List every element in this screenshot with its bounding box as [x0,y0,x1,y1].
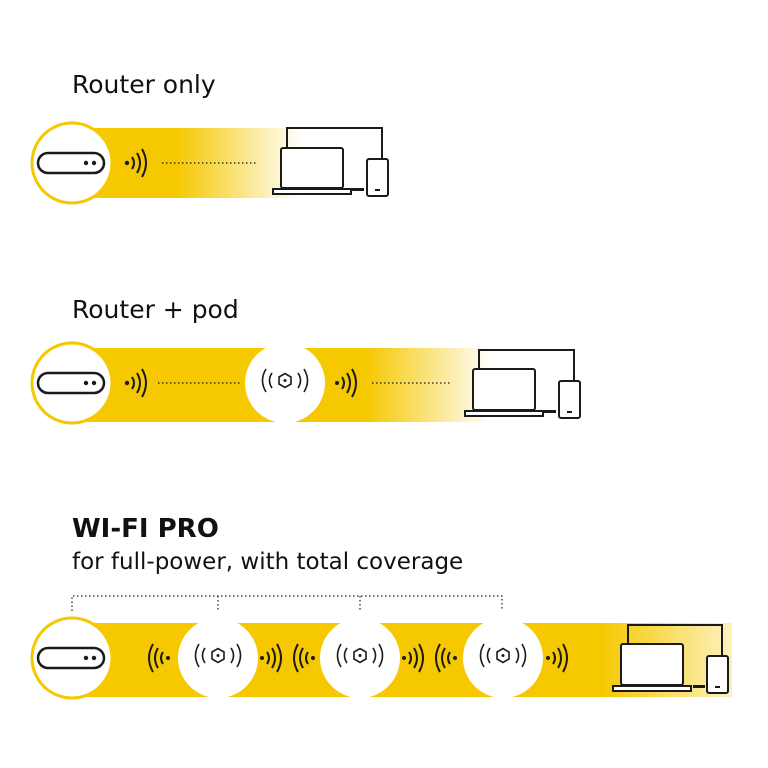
wifi-signal-icon [335,368,357,398]
monitor-icon [286,127,383,158]
wifi-signal-icon [435,643,457,673]
row-wifi-pro [30,595,732,700]
laptop-icon [464,368,544,417]
wifi-signal-icon [124,368,147,398]
monitor-icon [478,349,575,380]
phone-icon [706,655,729,694]
mesh-bracket [71,595,503,611]
section-title-wifi-pro: WI-FI PRO [72,514,219,544]
devices [272,127,389,197]
section-subtitle-wifi-pro: for full-power, with total coverage [72,549,464,575]
wifi-signal-icon [293,643,315,673]
pod-icon [336,643,384,668]
wifi-signal-icon [148,643,170,673]
pod [245,343,325,423]
laptop-icon [272,147,352,195]
router-icon [36,371,106,395]
pod [463,618,543,698]
monitor-icon [627,624,723,655]
row-router-pod [30,341,581,425]
router [30,121,114,205]
pod-icon [261,368,309,393]
phone-icon [366,158,389,197]
devices [464,349,581,419]
section-title-router-pod: Router + pod [72,295,239,324]
pod-icon [479,643,527,668]
wifi-signal-icon [260,643,282,673]
pod [320,618,400,698]
row-router-only [30,121,389,205]
wifi-signal-icon [124,148,147,178]
section-title-router-only: Router only [72,70,216,99]
pod-icon [194,643,242,668]
pod [178,618,258,698]
laptop-icon [612,643,692,692]
devices [612,624,729,694]
router-icon [36,151,106,175]
router [30,616,114,700]
wifi-signal-icon [402,643,424,673]
phone-icon [558,380,581,419]
router-icon [36,646,106,670]
router [30,341,114,425]
wifi-signal-icon [546,643,568,673]
